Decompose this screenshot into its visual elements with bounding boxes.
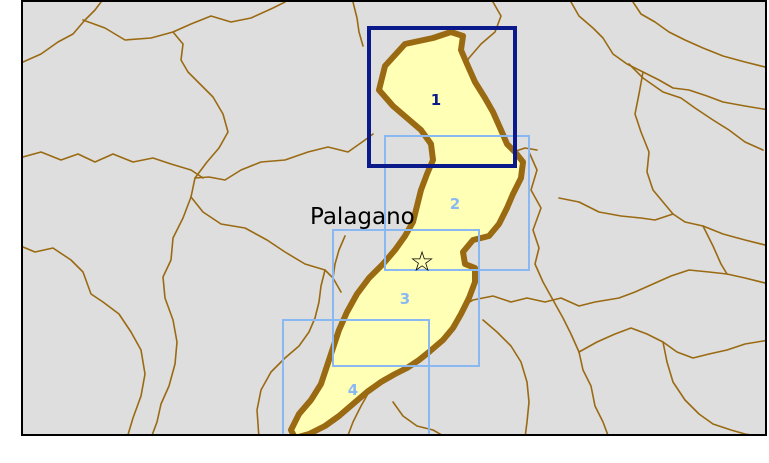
municipal-boundaries bbox=[23, 2, 765, 434]
highlighted-municipality-region[interactable] bbox=[288, 29, 526, 436]
map-tile-3-label: 3 bbox=[400, 290, 410, 308]
map-tile-4[interactable] bbox=[282, 319, 430, 436]
map-frame: 1 2 3 4 Palagano ☆ bbox=[21, 0, 767, 436]
map-tile-3[interactable] bbox=[332, 229, 480, 367]
map-tile-4-label: 4 bbox=[348, 381, 358, 399]
map-tile-1-selected[interactable] bbox=[367, 26, 517, 168]
map-tile-2-label: 2 bbox=[450, 195, 460, 213]
star-icon[interactable]: ☆ bbox=[409, 245, 434, 278]
map-tile-1-label: 1 bbox=[431, 91, 441, 109]
map-tile-grid bbox=[282, 26, 530, 436]
map-canvas[interactable]: 1 2 3 4 Palagano ☆ bbox=[23, 2, 767, 436]
map-tile-2[interactable] bbox=[384, 135, 530, 271]
place-name-label: Palagano bbox=[310, 204, 415, 230]
